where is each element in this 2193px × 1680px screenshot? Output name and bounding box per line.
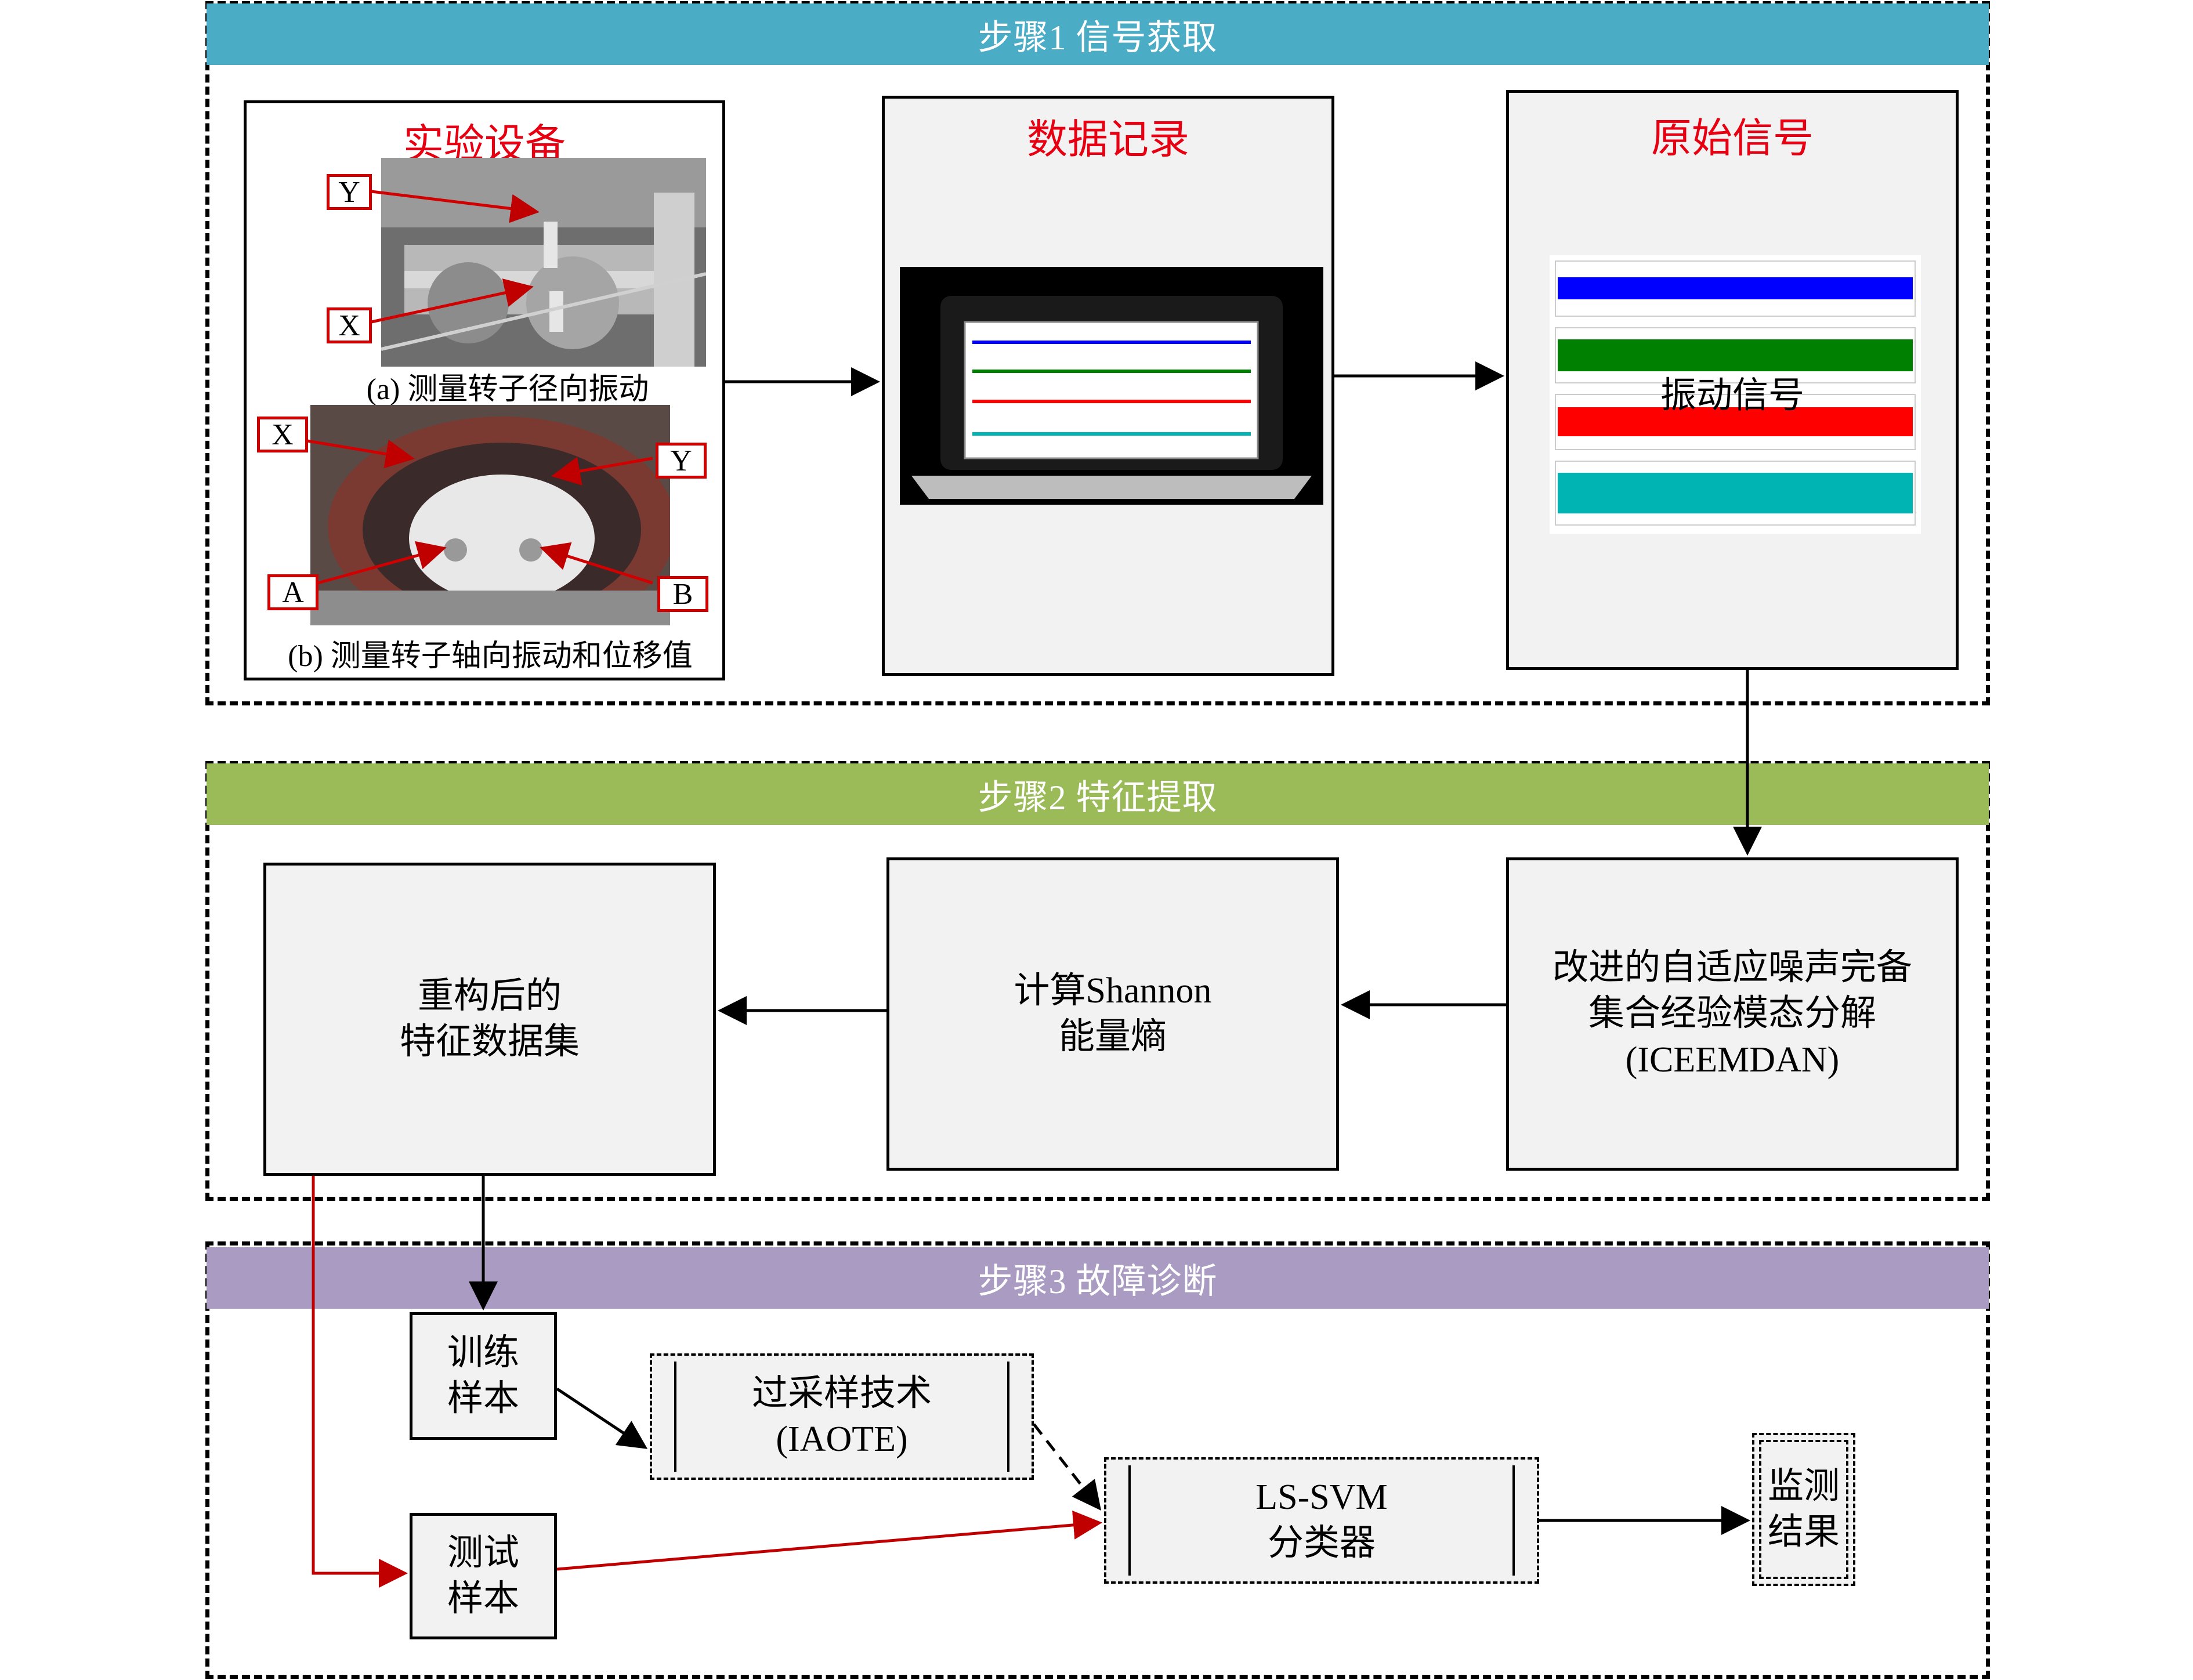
shannon-line2: 能量熵 [1058,1017,1167,1056]
shannon-line1: 计算Shannon [1014,971,1212,1011]
oversample-line2: (IAOTE) [776,1420,908,1459]
sensor-label-y-radial: Y [327,174,372,210]
stage1-title: 步骤1 信号获取 [978,18,1218,57]
training-sample-box: 训练 样本 [410,1312,557,1440]
result-inner-border [1759,1440,1848,1579]
stage2-frame [205,761,1990,1201]
shannon-entropy-box: 计算Shannon 能量熵 [886,857,1339,1171]
sensor-label-x-radial: X [327,307,372,343]
caption-radial: (a) 测量转子径向振动 [366,373,649,406]
dataset-line1: 重构后的 [417,976,562,1016]
recording-title: 数据记录 [1027,118,1189,162]
arrow-train-to-oversample [556,1387,648,1449]
feature-dataset-box: 重构后的 特征数据集 [263,863,716,1176]
arrow-oversample-to-classifier [1033,1423,1102,1511]
iceemdan-line1: 改进的自适应噪声完备 [1552,947,1912,987]
monitoring-result-box: 监测 结果 [1752,1433,1855,1586]
pointer-y-axial [551,457,653,486]
result-line2: 结果 [1767,1512,1840,1552]
laptop-signal-traces [972,341,1251,436]
equipment-box: 实验设备 (a) 测量转子径向振动 (b) 测量转子轴向振动和位移值 Y X X… [244,100,725,680]
train-line2: 样本 [447,1379,519,1418]
stage1-frame [205,1,1990,705]
axial-sensor-photo [310,405,670,625]
laptop-illustration [900,267,1323,505]
pointer-x-axial [307,439,415,469]
stage3-frame [205,1241,1990,1679]
dataset-line2: 特征数据集 [399,1022,580,1062]
sensor-label-b: B [657,576,708,612]
vibration-signal-label: 振动信号 [1660,376,1804,415]
signal-trace-4 [1558,473,1913,513]
pointer-a [317,541,447,585]
arrow-dataset-to-test [312,1176,408,1588]
raw-signal-title: 原始信号 [1651,117,1814,161]
classifier-line1: LS-SVM [1255,1477,1388,1517]
pointer-b [540,542,653,585]
result-line1: 监测 [1767,1466,1840,1506]
stage2-title: 步骤2 特征提取 [978,778,1218,817]
classifier-inner-border [1128,1465,1515,1576]
arrow-test-to-classifier [556,1510,1102,1571]
train-line1: 训练 [447,1333,519,1373]
oversampling-box: 过采样技术 (IAOTE) [650,1353,1034,1480]
ls-svm-classifier-box: LS-SVM 分类器 [1104,1457,1539,1584]
signal-trace-2 [1558,339,1913,371]
sensor-label-x-axial: X [257,417,308,452]
stage2-banner: 步骤2 特征提取 [207,763,1989,825]
test-line1: 测试 [447,1533,519,1573]
raw-signal-box: 原始信号 振动信号 [1506,90,1959,670]
iceemdan-line2: 集合经验模态分解 [1588,994,1876,1034]
caption-axial: (b) 测量转子轴向振动和位移值 [288,640,693,673]
stage1-banner: 步骤1 信号获取 [207,3,1989,65]
signal-trace-1 [1558,277,1913,299]
stage3-title: 步骤3 故障诊断 [978,1262,1218,1301]
test-line2: 样本 [447,1579,519,1619]
sensor-label-a: A [267,574,319,610]
radial-sensor-photo [381,158,706,367]
oversample-line1: 过采样技术 [751,1373,932,1413]
classifier-line2: 分类器 [1267,1523,1376,1563]
pointer-y-radial [371,190,540,223]
iceemdan-line3: (ICEEMDAN) [1625,1040,1840,1080]
recording-box: 数据记录 [882,96,1334,676]
vibration-signal-plot [1550,255,1921,534]
oversampling-inner-border [674,1362,1009,1472]
signal-trace-3 [1558,407,1913,436]
iceemdan-box: 改进的自适应噪声完备 集合经验模态分解 (ICEEMDAN) [1506,857,1959,1171]
stage3-banner: 步骤3 故障诊断 [207,1247,1989,1309]
sensor-label-y-axial: Y [656,443,707,479]
test-sample-box: 测试 样本 [410,1513,557,1639]
pointer-x-radial [371,278,534,324]
